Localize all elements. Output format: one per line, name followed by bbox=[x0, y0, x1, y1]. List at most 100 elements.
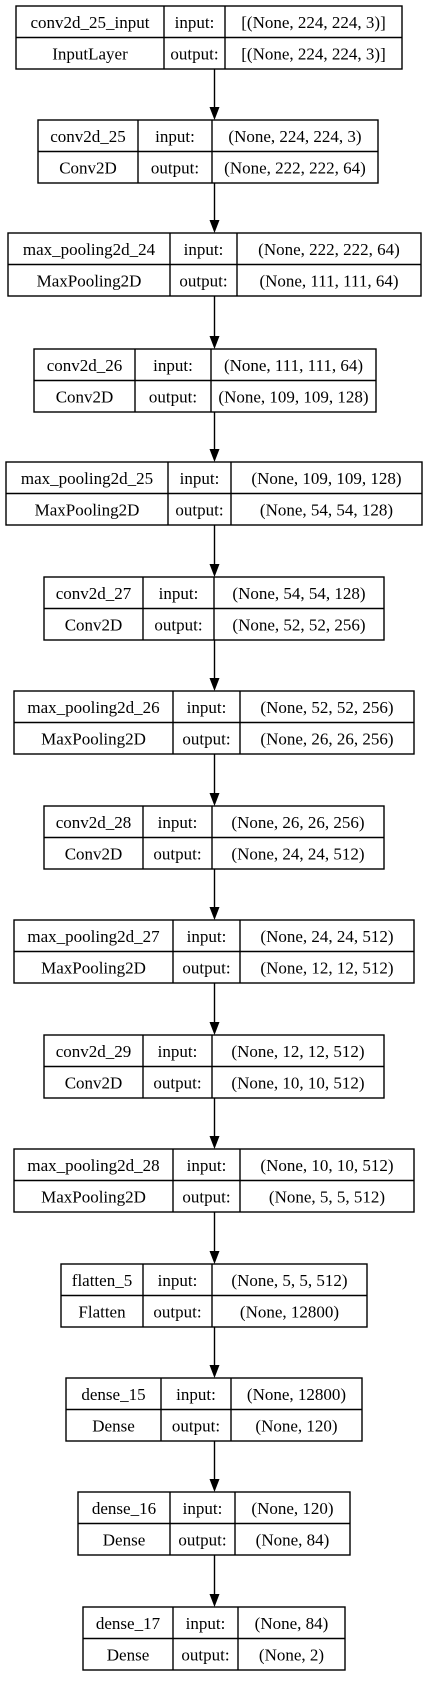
layer-node-max_pooling2d_28: max_pooling2d_28MaxPooling2Dinput:output… bbox=[13, 1148, 415, 1213]
arrow-head bbox=[209, 564, 220, 577]
output-shape: (None, 24, 24, 512) bbox=[231, 844, 364, 863]
layer-name: dense_16 bbox=[92, 1499, 156, 1518]
layer-name: conv2d_26 bbox=[47, 356, 123, 375]
output-label: output: bbox=[182, 1187, 230, 1206]
layer-type: Dense bbox=[103, 1530, 145, 1549]
layer-type: MaxPooling2D bbox=[41, 958, 146, 977]
input-label: input: bbox=[187, 698, 227, 717]
layer-name: max_pooling2d_25 bbox=[21, 469, 153, 488]
arrow-head bbox=[209, 1251, 220, 1264]
connection-arrow bbox=[209, 983, 220, 1035]
layer-name: conv2d_25 bbox=[50, 127, 126, 146]
output-shape: (None, 12800) bbox=[240, 1302, 339, 1321]
input-label: input: bbox=[175, 13, 215, 32]
output-label: output: bbox=[182, 729, 230, 748]
input-shape: (None, 12800) bbox=[247, 1385, 346, 1404]
connection-arrows bbox=[209, 69, 220, 1607]
input-shape: (None, 12, 12, 512) bbox=[231, 1042, 364, 1061]
connection-arrow bbox=[209, 69, 220, 120]
input-shape: (None, 84) bbox=[255, 1614, 329, 1633]
layer-node-conv2d_25_input: conv2d_25_inputInputLayerinput:output:[(… bbox=[15, 5, 403, 70]
layer-node-max_pooling2d_27: max_pooling2d_27MaxPooling2Dinput:output… bbox=[13, 919, 415, 984]
layer-type: InputLayer bbox=[52, 44, 128, 63]
arrow-head bbox=[209, 793, 220, 806]
arrow-head bbox=[209, 1479, 220, 1492]
input-shape: (None, 222, 222, 64) bbox=[258, 240, 400, 259]
output-shape: (None, 5, 5, 512) bbox=[269, 1187, 385, 1206]
layer-type: Dense bbox=[92, 1416, 134, 1435]
output-shape: (None, 2) bbox=[259, 1645, 324, 1664]
input-label: input: bbox=[155, 127, 195, 146]
layer-name: max_pooling2d_27 bbox=[27, 927, 160, 946]
output-shape: (None, 111, 111, 64) bbox=[259, 271, 398, 290]
input-shape: (None, 52, 52, 256) bbox=[260, 698, 393, 717]
input-shape: (None, 120) bbox=[251, 1499, 333, 1518]
connection-arrow bbox=[209, 296, 220, 349]
output-label: output: bbox=[172, 1416, 220, 1435]
layer-name: dense_15 bbox=[81, 1385, 145, 1404]
layer-type: Flatten bbox=[78, 1302, 126, 1321]
arrow-head bbox=[209, 678, 220, 691]
layer-type: MaxPooling2D bbox=[41, 1187, 146, 1206]
layer-name: dense_17 bbox=[96, 1614, 161, 1633]
connection-arrow bbox=[209, 1555, 220, 1607]
layer-type: Dense bbox=[107, 1645, 149, 1664]
connection-arrow bbox=[209, 640, 220, 691]
input-shape: (None, 5, 5, 512) bbox=[231, 1271, 347, 1290]
connection-arrow bbox=[209, 869, 220, 920]
connection-arrow bbox=[209, 525, 220, 577]
input-label: input: bbox=[159, 584, 199, 603]
layer-type: Conv2D bbox=[56, 387, 114, 406]
layer-type: Conv2D bbox=[65, 1073, 123, 1092]
input-shape: (None, 224, 224, 3) bbox=[228, 127, 361, 146]
input-label: input: bbox=[187, 927, 227, 946]
connection-arrow bbox=[209, 1327, 220, 1378]
layer-type: Conv2D bbox=[59, 158, 117, 177]
arrow-head bbox=[209, 107, 220, 120]
input-shape: (None, 10, 10, 512) bbox=[260, 1156, 393, 1175]
input-label: input: bbox=[176, 1385, 216, 1404]
layer-type: Conv2D bbox=[65, 844, 123, 863]
input-label: input: bbox=[153, 356, 193, 375]
layer-name: conv2d_25_input bbox=[31, 13, 150, 32]
output-label: output: bbox=[153, 1073, 201, 1092]
arrow-head bbox=[209, 449, 220, 462]
output-label: output: bbox=[181, 1645, 229, 1664]
connection-arrow bbox=[209, 1441, 220, 1492]
output-shape: [(None, 224, 224, 3)] bbox=[241, 44, 385, 63]
layer-name: max_pooling2d_24 bbox=[23, 240, 156, 259]
input-shape: [(None, 224, 224, 3)] bbox=[241, 13, 385, 32]
output-label: output: bbox=[153, 844, 201, 863]
output-shape: (None, 10, 10, 512) bbox=[231, 1073, 364, 1092]
layer-type: MaxPooling2D bbox=[41, 729, 146, 748]
output-label: output: bbox=[175, 500, 223, 519]
output-shape: (None, 222, 222, 64) bbox=[224, 158, 366, 177]
input-label: input: bbox=[183, 1499, 223, 1518]
input-shape: (None, 109, 109, 128) bbox=[251, 469, 401, 488]
input-shape: (None, 54, 54, 128) bbox=[232, 584, 365, 603]
output-label: output: bbox=[154, 615, 202, 634]
input-label: input: bbox=[180, 469, 220, 488]
output-shape: (None, 120) bbox=[255, 1416, 337, 1435]
layer-name: max_pooling2d_26 bbox=[27, 698, 159, 717]
layer-type: MaxPooling2D bbox=[35, 500, 140, 519]
input-label: input: bbox=[187, 1156, 227, 1175]
arrow-head bbox=[209, 1136, 220, 1149]
output-shape: (None, 12, 12, 512) bbox=[260, 958, 393, 977]
output-shape: (None, 84) bbox=[256, 1530, 330, 1549]
output-shape: (None, 109, 109, 128) bbox=[218, 387, 368, 406]
output-label: output: bbox=[153, 1302, 201, 1321]
connection-arrow bbox=[209, 1098, 220, 1149]
layer-name: conv2d_28 bbox=[56, 813, 132, 832]
arrow-head bbox=[209, 1022, 220, 1035]
layer-name: conv2d_29 bbox=[56, 1042, 132, 1061]
output-shape: (None, 52, 52, 256) bbox=[232, 615, 365, 634]
